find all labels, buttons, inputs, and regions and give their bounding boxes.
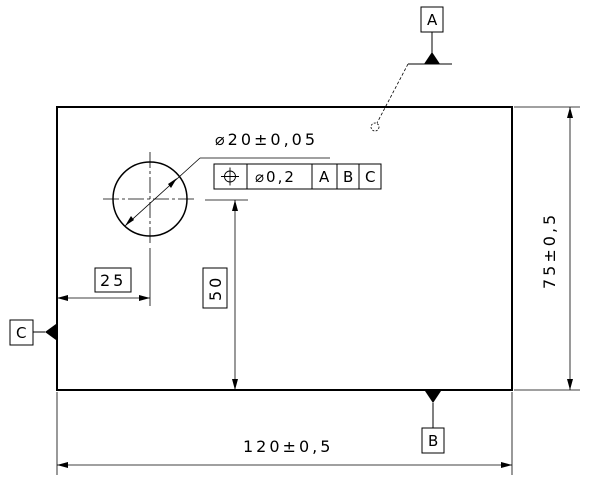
dimension-plate-height: 75±0,5 [514, 106, 580, 391]
dim75-arrow-bottom [567, 379, 573, 390]
datum-c-label: C [16, 324, 26, 342]
datum-a-label: A [427, 11, 438, 29]
diameter-arrow-outer [168, 178, 177, 188]
diameter-arrow-inner [125, 216, 134, 226]
datum-b-triangle [425, 391, 441, 403]
dim25-box [94, 267, 132, 293]
plate-width-label: 120±0,5 [243, 437, 333, 456]
dimension-hole-x: 25 [57, 248, 151, 306]
fcf-border [213, 163, 382, 190]
dim25-arrow-left [57, 295, 68, 301]
fcf-datum-2: B [343, 168, 353, 186]
dim50-arrow-top [232, 200, 238, 211]
feature-control-frame: ⌀0,2 A B C [205, 163, 382, 201]
dimension-plate-width: 120±0,5 [56, 392, 513, 475]
datum-a-leader [376, 63, 409, 124]
dim120-arrow-right [501, 462, 512, 468]
datum-a-dot [370, 122, 380, 132]
hole-feature [103, 152, 330, 246]
dim75-arrow-top [567, 107, 573, 118]
hole-y-position-label: 50 [206, 275, 225, 301]
plate-outline [56, 106, 513, 391]
hole-diameter-label: ⌀20±0,05 [215, 130, 318, 149]
hole-x-position-label: 25 [100, 271, 126, 290]
dim50-arrow-bottom [232, 379, 238, 390]
diameter-leader [124, 157, 201, 227]
datum-a-feature: A [370, 6, 452, 132]
datum-a-triangle [424, 52, 440, 64]
datum-b-label: B [428, 432, 438, 450]
position-symbol-icon [221, 167, 239, 186]
fcf-datum-3: C [365, 168, 375, 186]
dim50-box [202, 267, 228, 309]
datum-b-feature: B [421, 391, 445, 454]
plate-height-label: 75±0,5 [540, 212, 559, 289]
dimension-hole-y: 50 [202, 200, 238, 390]
datum-c-triangle [45, 324, 56, 340]
fcf-tolerance: ⌀0,2 [255, 168, 296, 186]
dim120-arrow-left [57, 462, 68, 468]
fcf-datum-1: A [319, 168, 330, 186]
dim25-arrow-right [139, 295, 150, 301]
datum-b-box [421, 427, 445, 454]
datum-c-feature: C [9, 319, 56, 346]
